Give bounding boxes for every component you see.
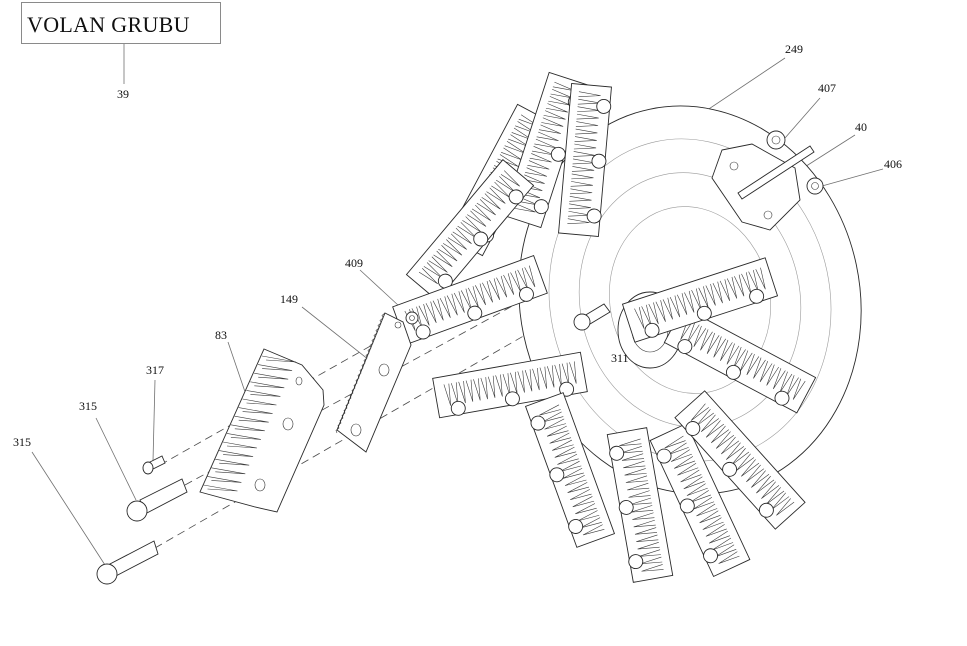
blade-tooth [226,433,261,440]
rotor-blade [405,159,535,301]
rotor-blade [524,392,616,548]
nut-406 [806,177,824,195]
blade-tooth [203,484,238,492]
blade-tooth [234,415,269,423]
callout-149: 149 [280,292,298,306]
blade-tooth [242,398,277,406]
callout-409: 409 [345,256,363,270]
callout-317: 317 [146,363,164,377]
blade-tooth [258,364,293,371]
leader-406 [821,168,884,187]
callout-83: 83 [215,328,227,342]
leader-407 [784,97,821,139]
rotor-blade [663,306,817,414]
rotor-blade [649,422,751,578]
rotor-blade [674,390,806,530]
callout-315-short: 315 [79,399,97,413]
callout-249: 249 [785,42,803,56]
leader-317 [152,379,156,462]
nut-407 [766,130,786,150]
blade-tooth [238,407,273,414]
toothed-blade-83 [199,348,325,513]
blade-tooth [246,390,281,397]
bolt-315-long [96,540,159,585]
serrated-knife-149 [335,312,412,453]
rotor-blade [558,83,612,237]
callout-315-long: 315 [13,435,31,449]
callout-407: 407 [818,81,836,95]
rotor-blades [392,71,817,583]
blade-tooth [215,458,250,466]
drawing-title: VOLAN GRUBU [27,12,190,37]
blade-tooth [219,450,254,457]
blade-tooth [254,372,289,380]
bracket-40 [711,143,815,231]
leader-315b [31,451,106,566]
callout-40: 40 [855,120,867,134]
blade-tooth [222,441,258,449]
blade-tooth [230,424,265,432]
callout-39: 39 [117,87,129,101]
callout-311: 311 [611,351,629,365]
rotor-blade [606,427,674,583]
leader-315a [95,417,137,501]
nut-409 [405,311,419,325]
blade-tooth [250,381,285,389]
blade-tooth [211,467,246,475]
blade-tooth [207,476,242,483]
callout-406: 406 [884,157,902,171]
bolt-315-short [126,478,188,522]
title-box: VOLAN GRUBU [21,2,221,44]
screw-317 [142,455,166,475]
blade-tooth [261,355,297,363]
rotor-blade [621,257,779,343]
bolt-311 [573,303,611,331]
rotor-blade [432,351,588,419]
